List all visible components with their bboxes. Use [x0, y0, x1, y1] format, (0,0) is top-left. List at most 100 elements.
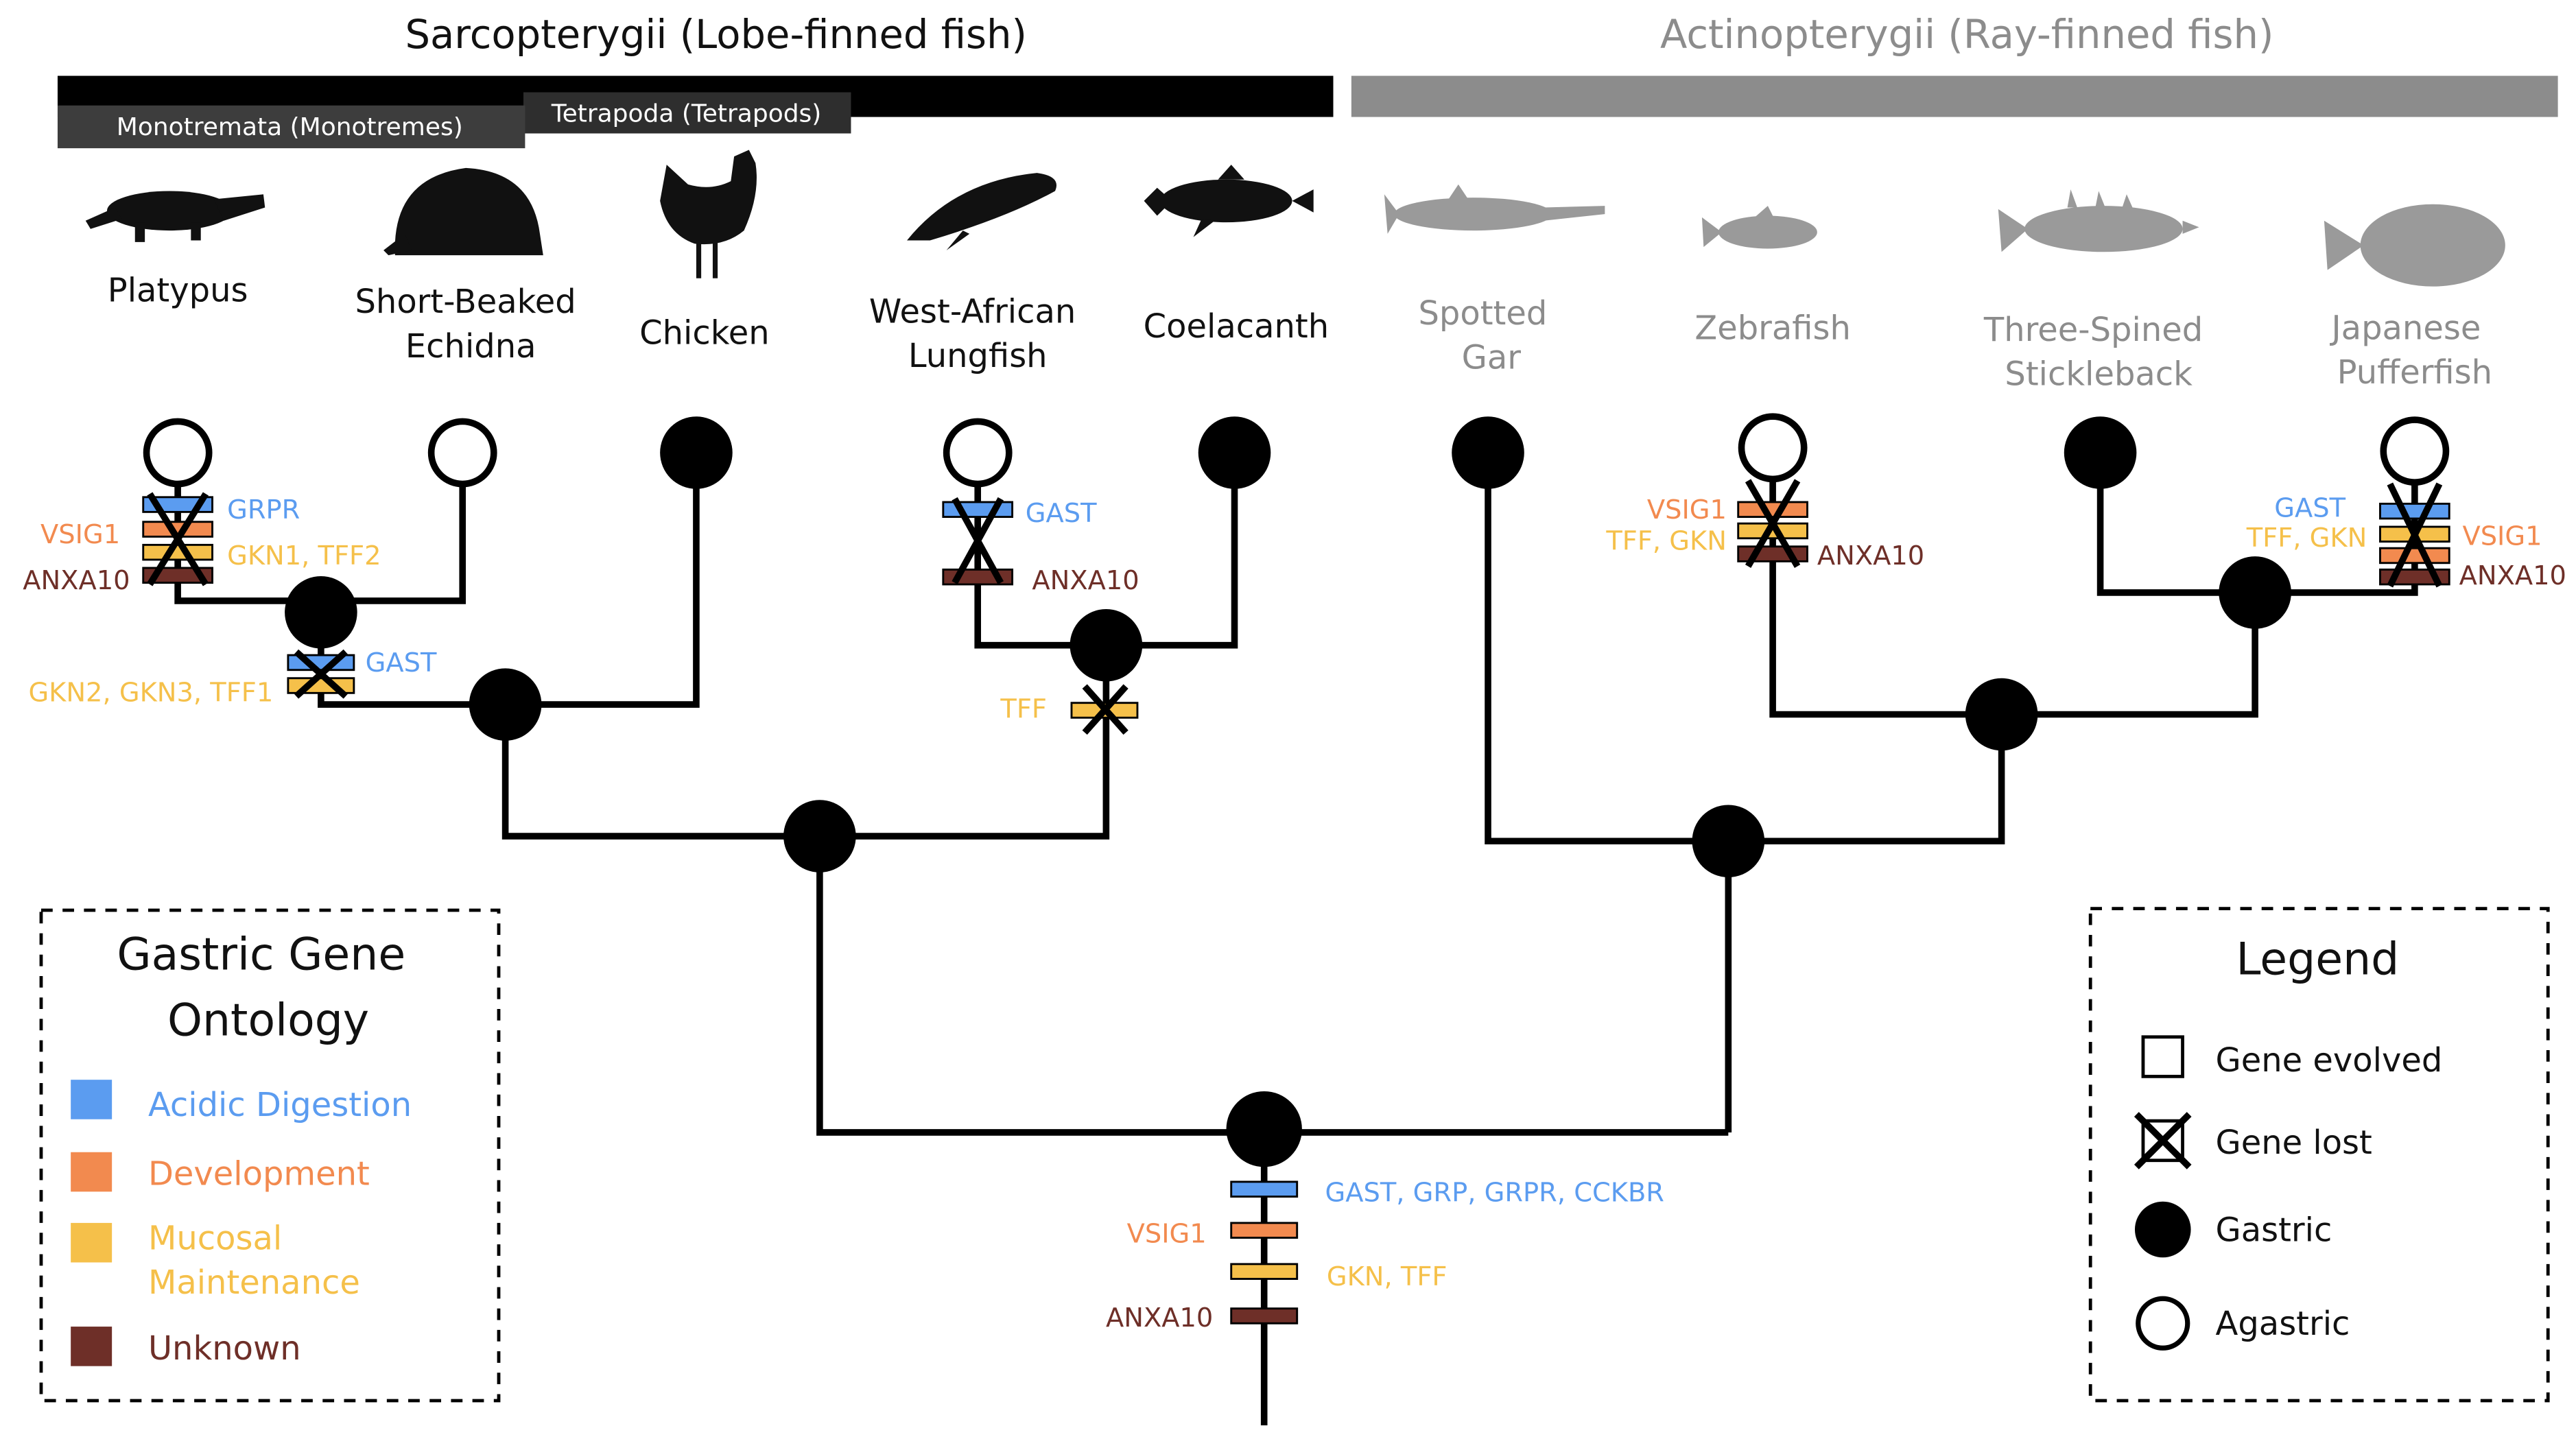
node-sarcopterygii [783, 800, 856, 872]
actinopterygii-header: Actinopterygii (Ray-finned fish) [1660, 12, 2274, 58]
gene-label-platypus-grpr: GRPR [227, 495, 300, 525]
node-stickleback-pufferfish [2219, 556, 2291, 629]
ontology-swatch-development [71, 1152, 113, 1192]
gene-lost-cross-icon [147, 492, 209, 586]
gene-label-monotreme-gast: GAST [366, 648, 437, 678]
ontology-swatch-acidic [71, 1080, 113, 1119]
node-coelacanth-gastric [1198, 416, 1271, 489]
gene-bar-mucosal [1230, 1263, 1299, 1280]
pufferfish-silhouette-icon [2324, 204, 2505, 287]
tetrapoda-label: Tetrapoda (Tetrapods) [551, 100, 822, 128]
gene-bar-mucosal [142, 543, 213, 561]
node-zebrafish-agastric [1738, 413, 1808, 483]
species-label-gar-line2: Gar [1462, 339, 1522, 377]
gene-bar-acidic [1230, 1180, 1299, 1198]
zebrafish-gene-losses [1737, 479, 1808, 568]
monotremata-label: Monotremata (Monotremes) [117, 113, 463, 141]
ontology-box-border [39, 908, 501, 1403]
node-chicken-gastric [660, 416, 733, 489]
gene-evolved-icon [2141, 1035, 2184, 1078]
tetrapoda-bar [523, 92, 851, 134]
gene-bar-development [1737, 501, 1808, 519]
node-stickleback-gastric [2064, 416, 2137, 489]
gene-label-zebrafish-anxa10: ANXA10 [1817, 541, 1924, 571]
gene-lost-cross-icon [1745, 479, 1801, 568]
echidna-silhouette-icon [383, 167, 543, 256]
ontology-title: Gastric Gene Ontology [117, 929, 419, 1046]
agastric-icon [2136, 1296, 2190, 1351]
legend-box: Legend Gene evolved Gene lost Gastric Ag… [2088, 907, 2550, 1403]
species-label-lungfish: West-African Lungfish [869, 292, 1087, 375]
gene-lost-cross-icon [952, 497, 1004, 584]
chicken-silhouette-icon [660, 150, 757, 278]
pufferfish-gene-losses [2379, 482, 2450, 588]
ontology-title-line2: Ontology [167, 995, 369, 1046]
gene-bar-unknown [942, 568, 1014, 586]
ontology-label-acidic: Acidic Digestion [148, 1086, 412, 1124]
legend-label-gastric: Gastric [2216, 1211, 2332, 1249]
legend-label-agastric: Agastric [2216, 1305, 2350, 1343]
monotreme-gene-losses [287, 649, 355, 699]
ontology-label-development: Development [148, 1155, 370, 1193]
gene-label-lungfish-gast: GAST [1026, 498, 1097, 529]
legend-box-border [2088, 907, 2550, 1403]
species-label-echidna: Short-Beaked Echidna [355, 283, 586, 366]
gene-lost-cross-icon [2387, 482, 2443, 588]
node-monotremes [285, 575, 357, 649]
gene-bar-development [1230, 1222, 1299, 1239]
gene-label-root-acidic: GAST, GRP, GRPR, CCKBR [1325, 1178, 1664, 1209]
species-label-stickleback-line1: Three-Spined [1983, 311, 2203, 349]
species-label-pufferfish: Japanese Pufferfish [2330, 309, 2493, 392]
gene-label-puffer-anxa10: ANXA10 [2459, 560, 2566, 591]
coelacanth-silhouette-icon [1144, 165, 1314, 237]
ontology-label-mucosal-line2: Maintenance [148, 1263, 360, 1302]
gene-bar-acidic [942, 501, 1014, 519]
node-actinopterygii [1692, 805, 1765, 878]
ontology-swatch-unknown [71, 1327, 113, 1366]
gene-label-zebrafish-tff-gkn: TFF, GKN [1605, 526, 1727, 557]
legend-label-gene-evolved: Gene evolved [2216, 1041, 2443, 1080]
species-label-gar-line1: Spotted [1418, 294, 1547, 333]
ontology-label-mucosal: Mucosal Maintenance [148, 1219, 360, 1302]
node-platypus-agastric [143, 418, 213, 488]
platypus-silhouette-icon [85, 191, 265, 242]
gene-label-monotreme-gkn-tff: GKN2, GKN3, TFF1 [28, 677, 273, 708]
node-lungfish-coelacanth [1070, 608, 1143, 682]
species-label-zebrafish: Zebrafish [1694, 309, 1851, 347]
gene-label-puffer-tff-gkn: TFF, GKN [2246, 523, 2367, 554]
root-gene-gains [1230, 1180, 1299, 1325]
gene-lost-cross-icon [1082, 684, 1129, 735]
ontology-title-line1: Gastric Gene [117, 929, 405, 980]
legend-label-gene-lost: Gene lost [2216, 1124, 2372, 1162]
gene-label-platypus-gkn1-tff2: GKN1, TFF2 [227, 541, 381, 571]
actinopterygii-bar [1351, 75, 2558, 117]
ontology-label-mucosal-line1: Mucosal [148, 1219, 282, 1257]
species-label-pufferfish-line1: Japanese [2330, 309, 2481, 347]
gene-bar-acidic [2379, 502, 2450, 520]
gene-bar-unknown [1230, 1307, 1299, 1325]
monotremata-bar [57, 105, 525, 149]
gene-label-platypus-vsig1: VSIG1 [40, 519, 120, 550]
gene-label-root-vsig1: VSIG1 [1127, 1219, 1207, 1250]
gene-label-root-anxa10: ANXA10 [1106, 1303, 1213, 1333]
node-lungfish-agastric [943, 418, 1013, 488]
lobefin-ancestor-gene-losses [1070, 684, 1139, 735]
node-pufferfish-agastric [2380, 416, 2450, 486]
platypus-gene-losses [142, 492, 213, 586]
species-label-chicken: Chicken [639, 314, 770, 353]
zebrafish-silhouette-icon [1701, 206, 1817, 249]
species-label-platypus: Platypus [108, 271, 248, 309]
species-label-stickleback-line2: Stickleback [2005, 355, 2193, 394]
species-label-stickleback: Three-Spined Stickleback [1983, 311, 2214, 394]
species-label-echidna-line2: Echidna [405, 327, 536, 366]
node-root [1226, 1091, 1302, 1167]
species-label-lungfish-line2: Lungfish [908, 337, 1048, 375]
species-label-coelacanth: Coelacanth [1144, 307, 1329, 346]
node-mammals-chicken [469, 668, 542, 741]
sarcopterygii-header: Sarcopterygii (Lobe-finned fish) [405, 12, 1027, 58]
gene-label-puffer-vsig1: VSIG1 [2462, 521, 2542, 551]
ontology-swatch-mucosal [71, 1222, 113, 1263]
gene-lost-cross-icon [294, 649, 348, 699]
node-teleosts [1965, 678, 2038, 751]
